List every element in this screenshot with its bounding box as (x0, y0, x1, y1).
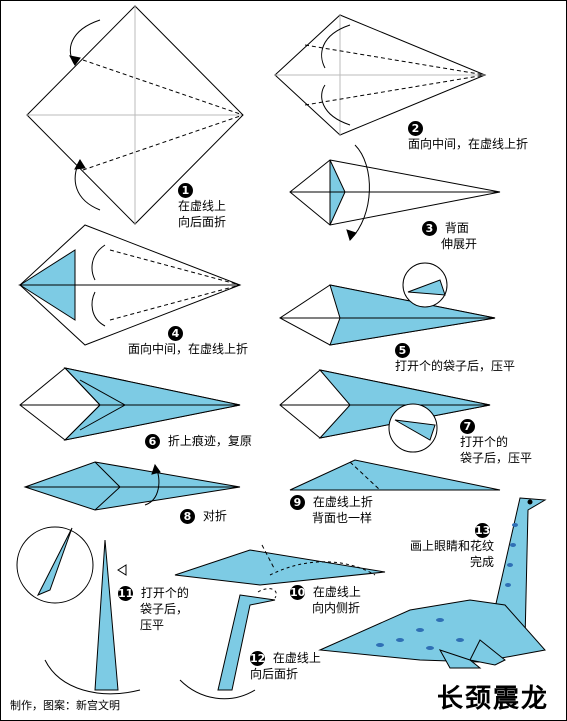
step10-figure (174, 544, 386, 586)
step7-number: 7 (460, 419, 475, 434)
step11-number: 11 (118, 586, 134, 601)
step8-number: 8 (180, 509, 195, 524)
dinosaur-spots (376, 523, 518, 650)
step8-label: 8 对折 (180, 508, 227, 524)
step13-dinosaur (318, 497, 547, 669)
page-title: 长颈震龙 (436, 684, 549, 714)
step12-label: 12 在虚线上 向后面折 (250, 650, 321, 682)
step6-line1: 折上痕迹，复原 (167, 434, 252, 448)
step7-figure (279, 369, 491, 453)
step13-line1: 画上眼睛和花纹 (409, 539, 494, 553)
step2-label: 2 面向中间，在虚线上折 (408, 120, 528, 152)
step10-number: 10 (290, 585, 306, 600)
step4-number: 4 (168, 326, 183, 341)
step8-figure (23, 461, 241, 511)
step1-number: 1 (178, 183, 193, 198)
step7-line2: 袋子后，压平 (460, 451, 533, 465)
step3-line2: 伸展开 (441, 237, 478, 251)
step2-line1: 面向中间，在虚线上折 (408, 137, 529, 151)
step8-line1: 对折 (202, 509, 227, 523)
step7-label: 7 打开个的 袋子后，压平 (460, 418, 532, 466)
step5-figure (279, 262, 496, 346)
step3-number: 3 (422, 221, 437, 236)
step4-figure (18, 224, 242, 346)
step7-line1: 打开个的 (460, 435, 509, 449)
step11-line2: 袋子后， (140, 602, 189, 616)
step2-number: 2 (408, 121, 423, 136)
step10-label: 10 在虚线上 向内侧折 (290, 584, 361, 616)
step1-line2: 向后面折 (178, 215, 227, 229)
step12-number: 12 (250, 651, 266, 666)
step6-figure (19, 367, 241, 441)
step1-label: 1 在虚线上 向后面折 (178, 182, 226, 230)
step4-line1: 面向中间，在虚线上折 (128, 342, 249, 356)
step5-number: 5 (395, 343, 410, 358)
step4-label: 4 面向中间，在虚线上折 (128, 325, 248, 357)
step2-figure (274, 14, 487, 136)
step13-label: 13 画上眼睛和花纹 完成 (395, 522, 494, 570)
step3-label: 3 背面 伸展开 (422, 220, 477, 252)
step13-line2: 完成 (469, 555, 494, 569)
step9-line2: 背面也一样 (312, 511, 373, 525)
step11-figure (16, 526, 141, 695)
step1-figure (26, 5, 244, 225)
step1-line1: 在虚线上 (178, 199, 227, 213)
step13-number: 13 (475, 523, 491, 538)
step12-line1: 在虚线上 (272, 651, 321, 665)
credit-text: 制作，图案：新宫文明 (10, 699, 120, 712)
step5-line1: 打开个的袋子后，压平 (395, 359, 516, 373)
step6-number: 6 (145, 434, 160, 449)
step9-line1: 在虚线上折 (312, 495, 373, 509)
step12-line2: 向后面折 (250, 667, 299, 681)
step9-label: 9 在虚线上折 背面也一样 (290, 494, 373, 526)
step6-label: 6 折上痕迹，复原 (145, 433, 252, 449)
step11-line3: 压平 (140, 618, 165, 632)
step9-number: 9 (290, 495, 305, 510)
step12-figure (179, 588, 277, 700)
step9-figure (289, 459, 501, 491)
step10-line2: 向内侧折 (312, 601, 361, 615)
step11-label: 11 打开个的 袋子后， 压平 (118, 585, 189, 633)
step3-figure (289, 144, 501, 242)
step10-line1: 在虚线上 (312, 585, 361, 599)
step11-line1: 打开个的 (140, 586, 189, 600)
step5-label: 5 打开个的袋子后，压平 (395, 342, 515, 374)
step3-line1: 背面 (444, 221, 469, 235)
